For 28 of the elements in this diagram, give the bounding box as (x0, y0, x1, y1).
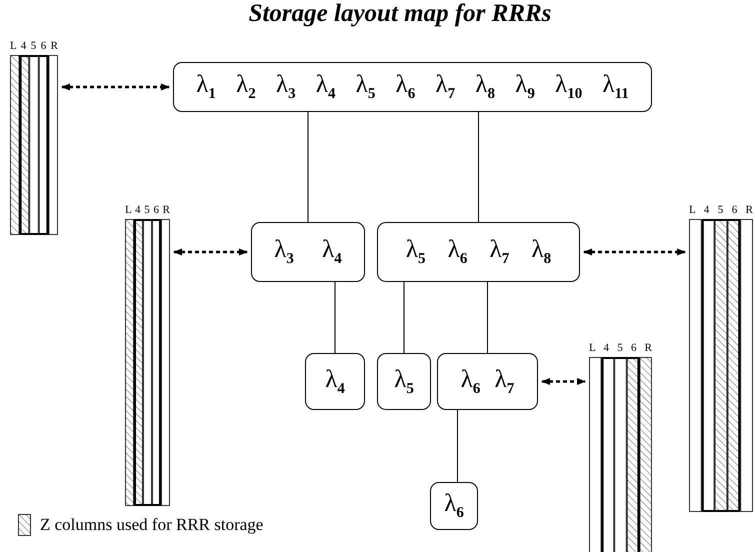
rounded-box (173, 62, 652, 112)
column-header: L 4 5 6 R (689, 204, 753, 217)
node-label: λ$_{6}$ λ$_{7}$ (460, 366, 514, 398)
node-label: λ$_{3}$ λ$_{4}$ (274, 236, 342, 268)
arrow (583, 248, 686, 256)
column-header: L 4 5 6 R (589, 342, 652, 355)
legend-text: Z columns used for RRR storage (40, 515, 264, 535)
connector-line (487, 282, 488, 354)
connector-line (334, 282, 336, 354)
arrow (173, 248, 248, 256)
arrow (541, 378, 586, 386)
node-label: λ$_{6}$ (444, 490, 464, 522)
rounded-box (430, 482, 478, 530)
connector-line (457, 410, 458, 482)
node-label: λ$_{5}$ λ$_{6}$ λ$_{7}$ λ$_{8}$ (406, 236, 552, 268)
connector-line (478, 112, 479, 222)
rounded-box (305, 353, 365, 410)
arrow (61, 83, 170, 91)
rounded-box (377, 222, 580, 282)
title: Storage layout map for RRRs (248, 0, 552, 28)
node-label: λ$_{4}$ (325, 366, 345, 398)
rounded-box (377, 353, 431, 410)
rounded-box (251, 222, 365, 282)
rounded-box (437, 353, 538, 410)
node-label: λ$_{5}$ (394, 366, 414, 398)
column-header: L 4 5 6 R (125, 204, 170, 217)
column-header: L 4 5 6 R (10, 40, 58, 53)
node-label: λ$_{1}$ λ$_{2}$ λ$_{3}$ λ$_{4}$ λ$_{5}$ λ$_{6}$ λ$_{7}$ λ$_{8}$ λ$_{9}$ λ$_{10}$ λ$_{11}$ (196, 71, 629, 103)
